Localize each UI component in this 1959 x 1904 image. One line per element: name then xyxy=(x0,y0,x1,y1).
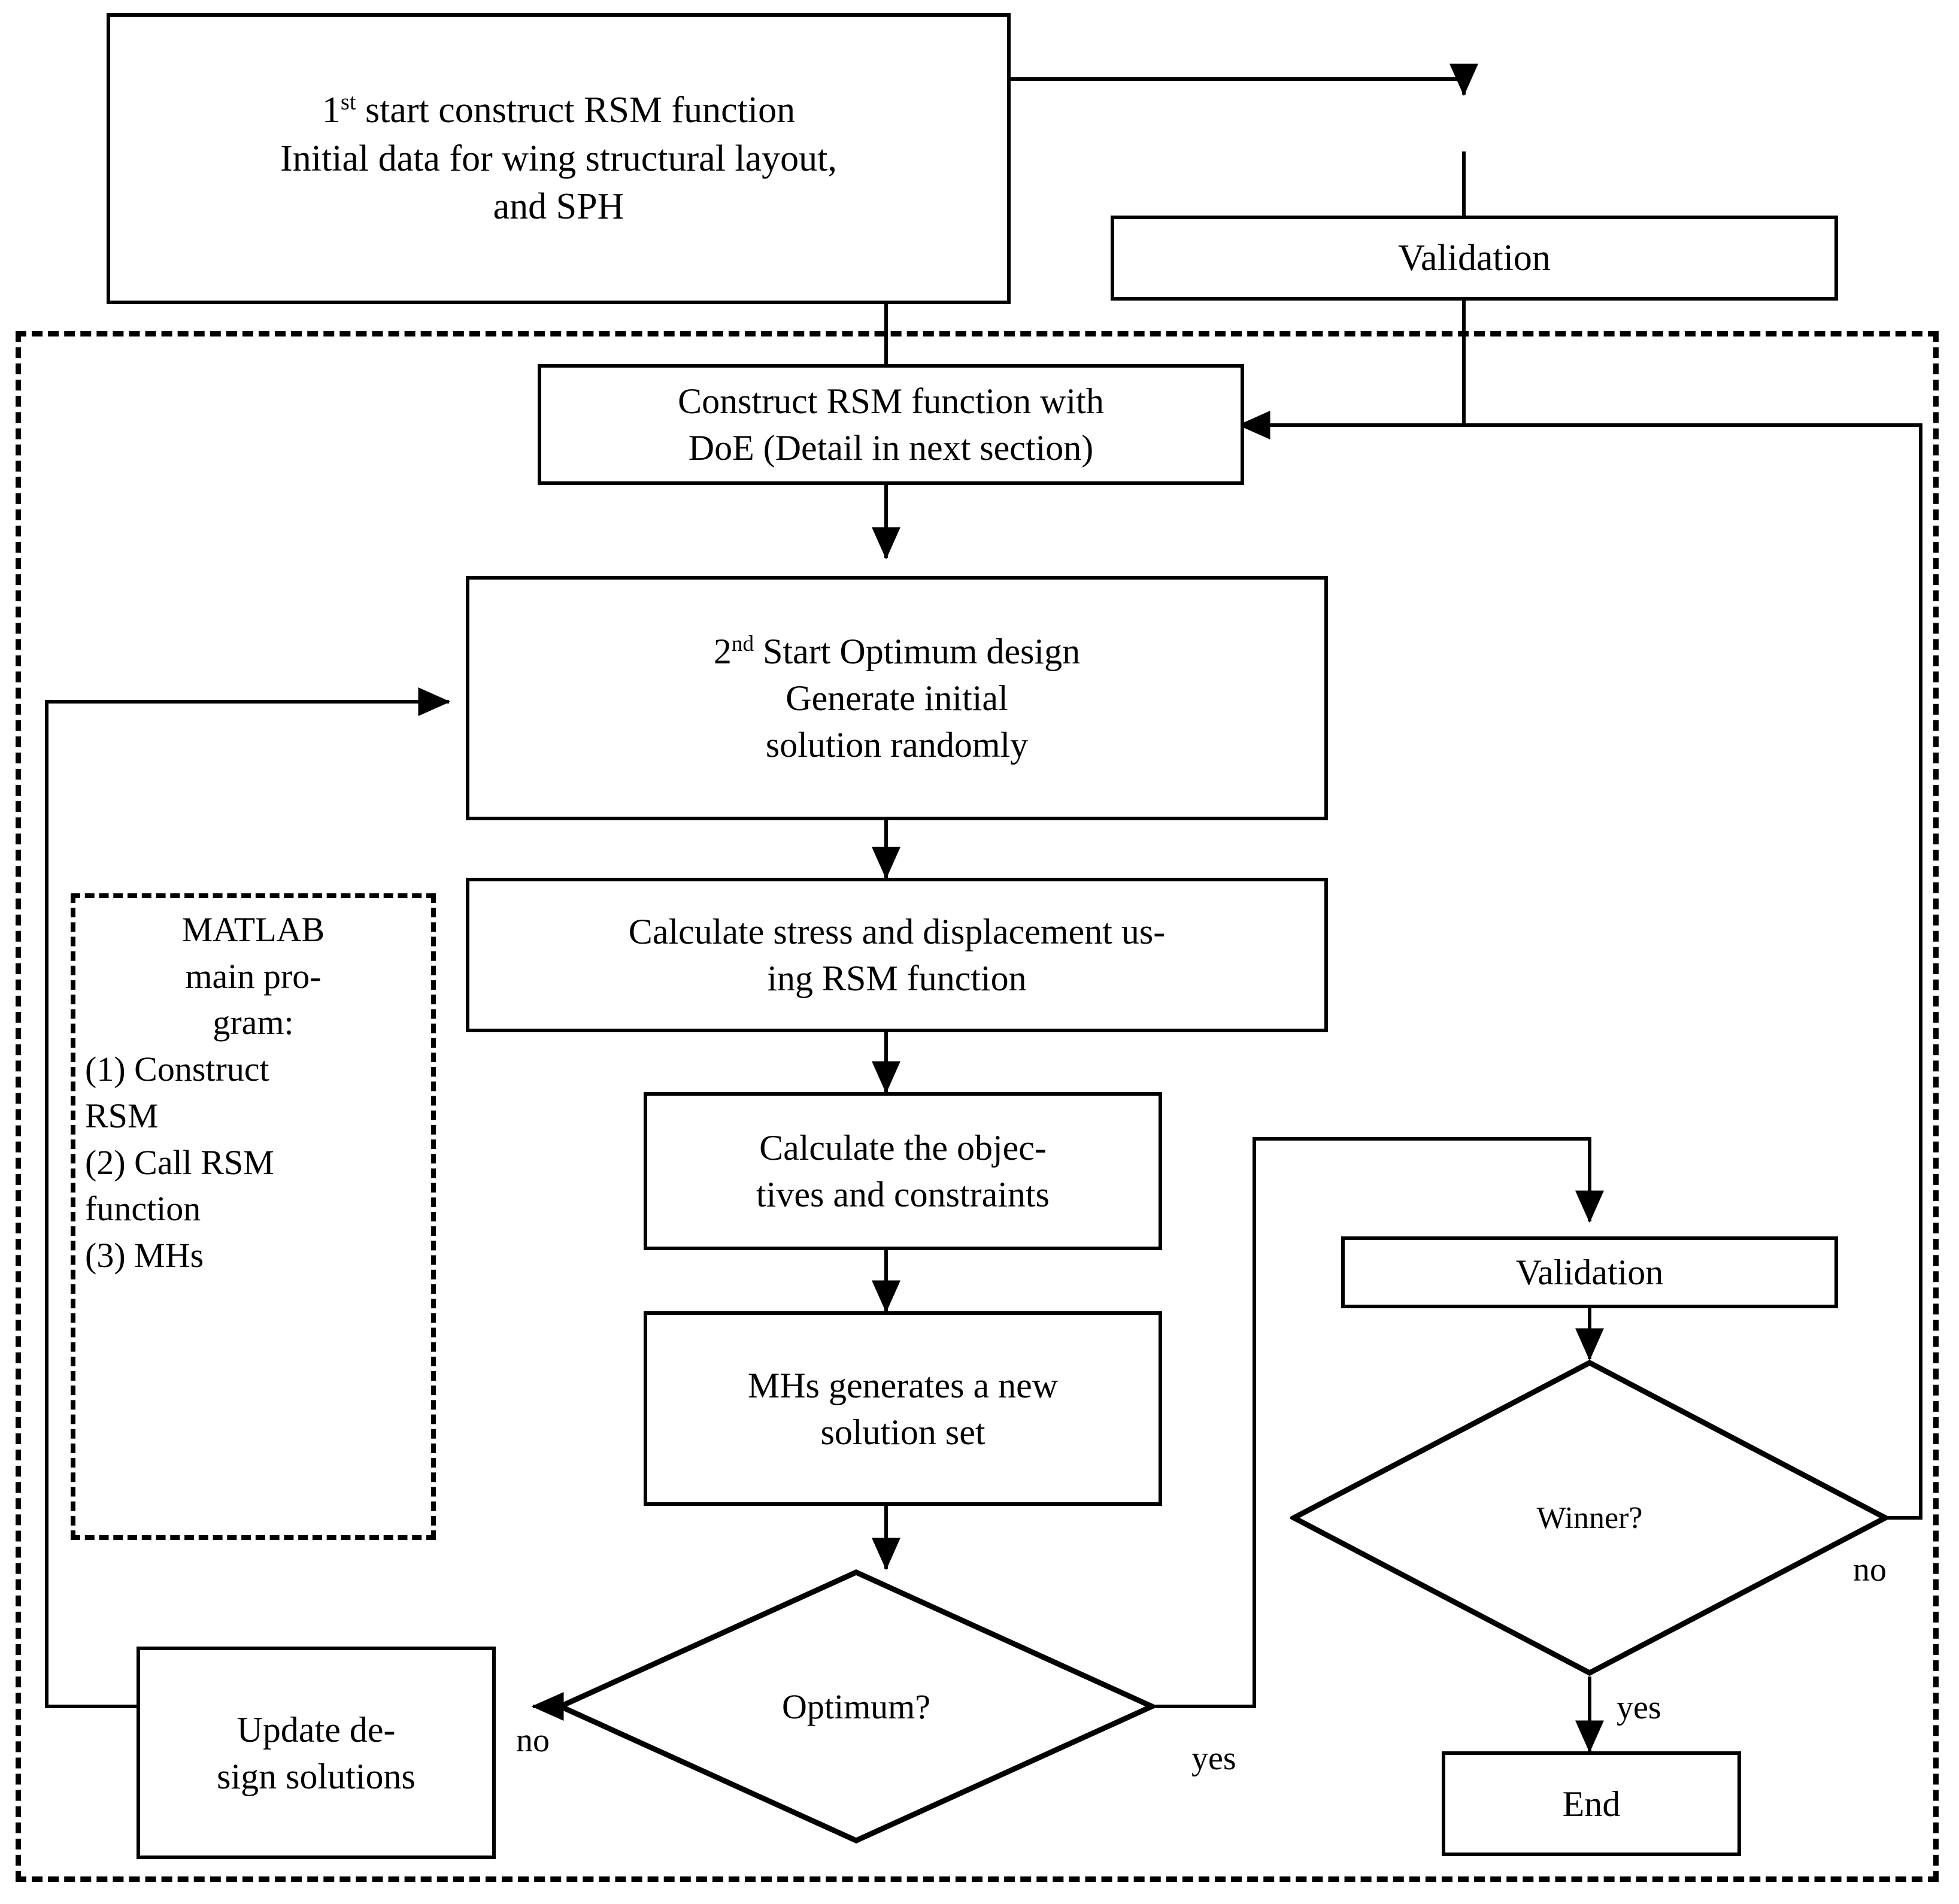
start-block-text: 1st start construct RSM function Initial… xyxy=(110,86,1007,231)
calculate-stress-text: Calculate stress and displacement us- in… xyxy=(469,908,1324,1002)
winner-diamond-shape xyxy=(1290,1359,1889,1676)
matlab-note-item-3: (2) Call RSM xyxy=(85,1142,274,1182)
end-block[interactable]: End xyxy=(1442,1751,1741,1856)
matlab-note-item-4: function xyxy=(85,1189,201,1229)
calculate-objectives-text: Calculate the objec- tives and constrain… xyxy=(647,1124,1159,1218)
matlab-note: MATLAB main pro- gram: (1) Construct RSM… xyxy=(71,893,436,1540)
calculate-stress-line1: Calculate stress and displacement us- xyxy=(628,912,1166,951)
optimum-design-line2: Generate initial xyxy=(786,678,1008,718)
calculate-objectives-line1: Calculate the objec- xyxy=(759,1128,1047,1168)
end-label: End xyxy=(1562,1784,1621,1824)
update-design-block[interactable]: Update de- sign solutions xyxy=(137,1647,496,1859)
optimum-decision-diamond[interactable]: Optimum? xyxy=(557,1569,1156,1844)
construct-rsm-line2: DoE (Detail in next section) xyxy=(688,428,1094,468)
calculate-stress-line2: ing RSM function xyxy=(767,959,1027,998)
optimum-design-line3: solution randomly xyxy=(765,725,1029,765)
validation-right-label: Validation xyxy=(1515,1253,1664,1292)
validation-top-label: Validation xyxy=(1398,237,1551,278)
winner-decision-diamond[interactable]: Winner? xyxy=(1290,1359,1889,1676)
edge-label-optimum-yes: yes xyxy=(1191,1740,1236,1777)
update-design-line1: Update de- xyxy=(236,1709,396,1750)
start-block-line3: and SPH xyxy=(493,186,624,228)
mhs-generate-line1: MHs generates a new xyxy=(747,1365,1059,1405)
start-block-line2: Initial data for wing structural layout, xyxy=(280,138,837,179)
construct-rsm-text: Construct RSM function with DoE (Detail … xyxy=(541,378,1241,471)
start-block-line1: 1st start construct RSM function xyxy=(322,89,796,131)
validation-right-block[interactable]: Validation xyxy=(1341,1236,1838,1308)
construct-rsm-line1: Construct RSM function with xyxy=(678,381,1104,421)
optimum-decision-label: Optimum? xyxy=(781,1687,931,1726)
matlab-note-item-5: (3) MHs xyxy=(85,1236,204,1275)
start-block[interactable]: 1st start construct RSM function Initial… xyxy=(107,13,1011,304)
optimum-design-text: 2nd Start Optimum design Generate initia… xyxy=(469,628,1324,768)
edge-label-winner-yes: yes xyxy=(1617,1689,1661,1726)
winner-decision-label: Winner? xyxy=(1536,1500,1643,1535)
matlab-note-header-line3: gram: xyxy=(213,1003,294,1042)
optimum-design-line1: 2nd Start Optimum design xyxy=(713,632,1081,671)
optimization-loop-region xyxy=(16,331,1939,1882)
mhs-generate-text: MHs generates a new solution set xyxy=(647,1362,1159,1456)
mhs-generate-line2: solution set xyxy=(820,1412,985,1452)
matlab-note-header-line2: main pro- xyxy=(185,956,322,996)
edge-label-winner-no: no xyxy=(1853,1551,1887,1588)
construct-rsm-block[interactable]: Construct RSM function with DoE (Detail … xyxy=(538,364,1244,485)
optimum-diamond-shape xyxy=(557,1569,1156,1844)
calculate-objectives-line2: tives and constraints xyxy=(756,1175,1050,1214)
update-design-line2: sign solutions xyxy=(217,1756,416,1796)
optimum-design-block[interactable]: 2nd Start Optimum design Generate initia… xyxy=(466,576,1328,820)
calculate-stress-block[interactable]: Calculate stress and displacement us- in… xyxy=(466,878,1328,1032)
matlab-note-item-2: RSM xyxy=(85,1096,159,1135)
validation-top-block[interactable]: Validation xyxy=(1111,216,1838,301)
calculate-objectives-block[interactable]: Calculate the objec- tives and constrain… xyxy=(644,1092,1162,1250)
matlab-note-item-1: (1) Construct xyxy=(85,1050,269,1089)
matlab-note-header-line1: MATLAB xyxy=(181,910,325,949)
update-design-text: Update de- sign solutions xyxy=(140,1706,492,1800)
mhs-generate-block[interactable]: MHs generates a new solution set xyxy=(644,1311,1162,1506)
edge-label-optimum-no: no xyxy=(516,1722,550,1759)
